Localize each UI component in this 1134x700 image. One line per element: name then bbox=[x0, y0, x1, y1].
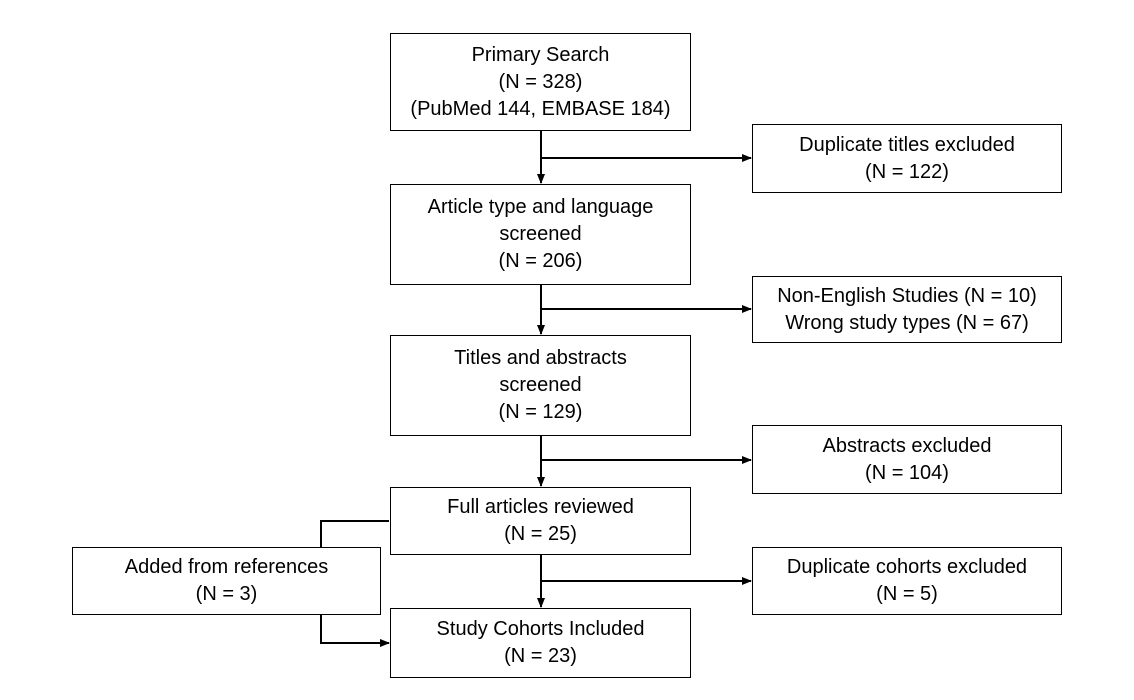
article-type-label: Article type and language bbox=[427, 196, 654, 218]
duplicate-cohorts-count: (N = 5) bbox=[876, 583, 938, 605]
duplicate-cohorts-box: Duplicate cohorts excluded (N = 5) bbox=[752, 547, 1062, 615]
full-articles-count: (N = 25) bbox=[504, 523, 577, 545]
non-english-box: Non-English Studies (N = 10) Wrong study… bbox=[752, 276, 1062, 343]
wrong-study-types-label: Wrong study types (N = 67) bbox=[785, 311, 1029, 334]
connector-full-articles-to-references bbox=[320, 520, 389, 550]
article-type-label-cont: screened bbox=[499, 223, 582, 245]
article-type-box: Article type and language screened (N = … bbox=[390, 184, 691, 285]
study-cohorts-count: (N = 23) bbox=[504, 645, 577, 667]
added-references-label: Added from references bbox=[124, 556, 329, 578]
added-references-box: Added from references (N = 3) bbox=[72, 547, 381, 615]
primary-search-count: (N = 328) bbox=[498, 70, 583, 93]
primary-search-box: Primary Search (N = 328) (PubMed 144, EM… bbox=[390, 33, 691, 131]
study-cohorts-label: Study Cohorts Included bbox=[436, 618, 645, 640]
study-cohorts-box: Study Cohorts Included (N = 23) bbox=[390, 608, 691, 678]
abstracts-excluded-label: Abstracts excluded bbox=[822, 434, 992, 457]
added-references-count: (N = 3) bbox=[195, 583, 258, 605]
arrow-references-to-study-cohorts bbox=[320, 614, 390, 647]
duplicate-titles-count: (N = 122) bbox=[865, 160, 949, 183]
primary-search-title: Primary Search bbox=[471, 43, 610, 66]
duplicate-cohorts-label: Duplicate cohorts excluded bbox=[786, 556, 1028, 578]
article-type-count: (N = 206) bbox=[498, 250, 583, 272]
titles-abstracts-label: Titles and abstracts bbox=[454, 347, 627, 369]
abstracts-excluded-count: (N = 104) bbox=[865, 461, 949, 484]
primary-search-sources: (PubMed 144, EMBASE 184) bbox=[410, 97, 671, 120]
full-articles-box: Full articles reviewed (N = 25) bbox=[390, 487, 691, 555]
full-articles-label: Full articles reviewed bbox=[447, 496, 634, 518]
duplicate-titles-box: Duplicate titles excluded (N = 122) bbox=[752, 124, 1062, 193]
abstracts-excluded-box: Abstracts excluded (N = 104) bbox=[752, 425, 1062, 494]
titles-abstracts-label-cont: screened bbox=[499, 374, 582, 396]
duplicate-titles-label: Duplicate titles excluded bbox=[799, 133, 1015, 156]
titles-abstracts-count: (N = 129) bbox=[498, 401, 583, 423]
non-english-label: Non-English Studies (N = 10) bbox=[777, 284, 1037, 307]
titles-abstracts-box: Titles and abstracts screened (N = 129) bbox=[390, 335, 691, 436]
